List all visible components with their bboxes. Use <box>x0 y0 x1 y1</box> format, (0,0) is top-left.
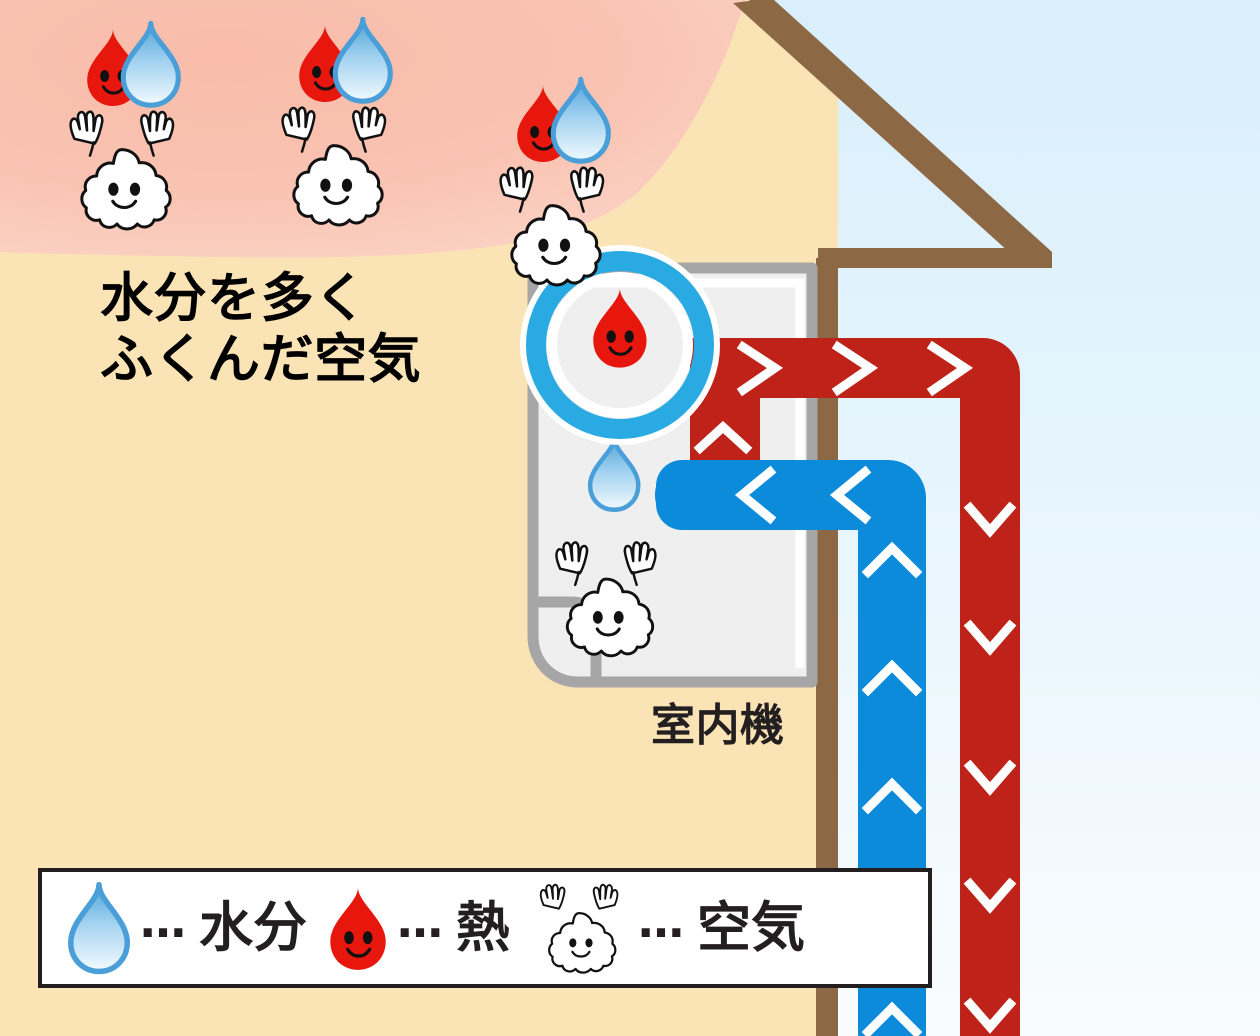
exterior-wall-brown <box>816 258 838 1036</box>
legend-label-heat: 熱 <box>456 896 510 959</box>
legend-dots-air: … <box>638 894 689 948</box>
cold-flow-arrows <box>734 465 923 1036</box>
legend-label-moisture: 水分 <box>199 896 307 959</box>
legend-item-moisture: … 水分 <box>68 872 307 984</box>
legend-box: … 水分 … 熱 <box>38 868 932 988</box>
hot-flow-arrows <box>693 340 1017 1034</box>
roof-beam <box>733 0 1051 267</box>
indoor-unit-label: 室内機 <box>651 700 785 751</box>
water-drop-icon <box>68 872 130 984</box>
hot-refrigerant-pipe <box>690 338 1020 1036</box>
legend-item-air: … 空気 <box>532 872 805 984</box>
legend-dots-moisture: … <box>140 894 191 948</box>
humid-air-label: 水分を多く ふくんだ空気 <box>100 268 422 391</box>
legend-label-air: 空気 <box>697 896 805 959</box>
legend-dots-heat: … <box>397 894 448 948</box>
heat-drop-icon <box>329 872 387 984</box>
legend-item-heat: … 熱 <box>329 872 510 984</box>
magnifier-circle <box>520 245 720 445</box>
air-cloud-icon <box>532 872 628 984</box>
